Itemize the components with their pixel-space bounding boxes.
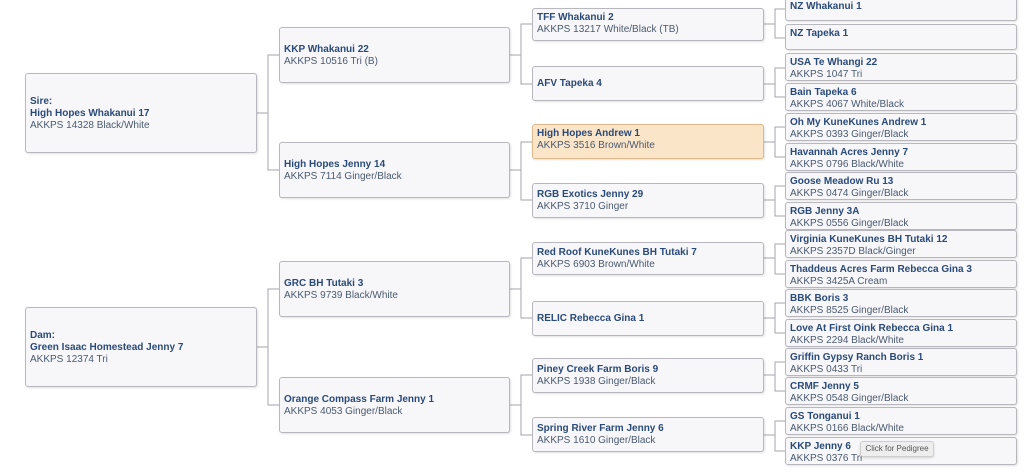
animal-registration: AKKPS 0796 Black/White <box>790 159 904 170</box>
gen3-card-7[interactable]: Piney Creek Farm Boris 9 AKKPS 1938 Ging… <box>532 358 764 393</box>
animal-registration: AKKPS 7114 Ginger/Black <box>284 170 402 182</box>
animal-name: High Hopes Jenny 14 <box>284 158 386 170</box>
gen3-card-3-highlighted[interactable]: High Hopes Andrew 1 AKKPS 3516 Brown/Whi… <box>532 124 764 159</box>
dam-card[interactable]: Dam: Green Isaac Homestead Jenny 7 AKKPS… <box>25 307 257 387</box>
animal-registration: AKKPS 13217 White/Black (TB) <box>537 24 679 35</box>
animal-name: Griffin Gypsy Ranch Boris 1 <box>790 352 924 363</box>
animal-name: RGB Jenny 3A <box>790 206 860 217</box>
animal-registration: AKKPS 9739 Black/White <box>284 289 398 301</box>
animal-registration: AKKPS 0474 Ginger/Black <box>790 188 909 199</box>
gen3-card-4[interactable]: RGB Exotics Jenny 29 AKKPS 3710 Ginger <box>532 183 764 218</box>
animal-registration: AKKPS 1938 Ginger/Black <box>537 376 656 387</box>
sire-label: Sire: <box>30 95 53 107</box>
animal-registration: AKKPS 0556 Ginger/Black <box>790 218 909 229</box>
animal-name: Spring River Farm Jenny 6 <box>537 423 664 434</box>
animal-name: Orange Compass Farm Jenny 1 <box>284 393 435 405</box>
dam-registration: AKKPS 12374 Tri <box>30 353 108 365</box>
gen3-card-6[interactable]: RELIC Rebecca Gina 1 <box>532 301 764 336</box>
animal-registration: AKKPS 0548 Ginger/Black <box>790 393 909 404</box>
animal-name: BBK Boris 3 <box>790 293 849 304</box>
animal-registration: AKKPS 0166 Black/White <box>790 423 904 434</box>
animal-name: CRMF Jenny 5 <box>790 381 859 392</box>
granddam-maternal-card[interactable]: Orange Compass Farm Jenny 1 AKKPS 4053 G… <box>279 377 510 433</box>
animal-registration: AKKPS 1610 Ginger/Black <box>537 435 656 446</box>
animal-name: NZ Whakanui 1 <box>790 1 862 12</box>
gen4-card-4[interactable]: Bain Tapeka 6 AKKPS 4067 White/Black <box>785 83 1017 111</box>
gen4-card-1[interactable]: NZ Whakanui 1 <box>785 0 1017 21</box>
animal-name: Oh My KuneKunes Andrew 1 <box>790 117 927 128</box>
sire-name: High Hopes Whakanui 17 <box>30 107 150 119</box>
animal-name: GS Tonganui 1 <box>790 411 860 422</box>
animal-name: TFF Whakanui 2 <box>537 12 614 23</box>
animal-registration: AKKPS 0376 Tri <box>790 453 863 464</box>
gen4-card-6[interactable]: Havannah Acres Jenny 7 AKKPS 0796 Black/… <box>785 143 1017 171</box>
animal-name: KKP Whakanui 22 <box>284 43 369 55</box>
animal-name: Goose Meadow Ru 13 <box>790 176 894 187</box>
gen4-card-9[interactable]: Virginia KuneKunes BH Tutaki 12 AKKPS 23… <box>785 230 1017 258</box>
animal-name: Love At First Oink Rebecca Gina 1 <box>790 323 954 334</box>
animal-name: Thaddeus Acres Farm Rebecca Gina 3 <box>790 264 972 275</box>
animal-name: KKP Jenny 6 <box>790 441 851 452</box>
animal-registration: AKKPS 3425A Cream <box>790 276 888 287</box>
animal-name: USA Te Whangi 22 <box>790 57 878 68</box>
animal-registration: AKKPS 1047 Tri <box>790 69 863 80</box>
dam-name: Green Isaac Homestead Jenny 7 <box>30 341 184 353</box>
animal-name: High Hopes Andrew 1 <box>537 128 640 139</box>
animal-registration: AKKPS 4053 Ginger/Black <box>284 405 403 417</box>
gen4-card-15[interactable]: GS Tonganui 1 AKKPS 0166 Black/White <box>785 407 1017 435</box>
animal-registration: AKKPS 3516 Brown/White <box>537 140 655 151</box>
animal-name: Piney Creek Farm Boris 9 <box>537 364 659 375</box>
gen4-card-7[interactable]: Goose Meadow Ru 13 AKKPS 0474 Ginger/Bla… <box>785 172 1017 200</box>
animal-name: Havannah Acres Jenny 7 <box>790 147 909 158</box>
gen3-card-8[interactable]: Spring River Farm Jenny 6 AKKPS 1610 Gin… <box>532 417 764 452</box>
animal-registration: AKKPS 4067 White/Black <box>790 99 904 110</box>
gen3-card-1[interactable]: TFF Whakanui 2 AKKPS 13217 White/Black (… <box>532 8 764 41</box>
animal-registration: AKKPS 2294 Black/White <box>790 335 904 346</box>
gen4-card-3[interactable]: USA Te Whangi 22 AKKPS 1047 Tri <box>785 53 1017 81</box>
granddam-paternal-card[interactable]: High Hopes Jenny 14 AKKPS 7114 Ginger/Bl… <box>279 142 510 198</box>
animal-registration: AKKPS 10516 Tri (B) <box>284 55 378 67</box>
gen4-card-12[interactable]: Love At First Oink Rebecca Gina 1 AKKPS … <box>785 319 1017 347</box>
pedigree-tooltip: Click for Pedigree <box>860 441 934 457</box>
animal-name: NZ Tapeka 1 <box>790 28 849 39</box>
gen4-card-5[interactable]: Oh My KuneKunes Andrew 1 AKKPS 0393 Ging… <box>785 113 1017 141</box>
animal-name: AFV Tapeka 4 <box>537 77 602 89</box>
grandsire-paternal-card[interactable]: KKP Whakanui 22 AKKPS 10516 Tri (B) <box>279 27 510 83</box>
gen3-card-5[interactable]: Red Roof KuneKunes BH Tutaki 7 AKKPS 690… <box>532 242 764 275</box>
animal-registration: AKKPS 0433 Tri <box>790 364 863 375</box>
gen4-card-14[interactable]: CRMF Jenny 5 AKKPS 0548 Ginger/Black <box>785 377 1017 405</box>
animal-name: GRC BH Tutaki 3 <box>284 277 364 289</box>
dam-label: Dam: <box>30 329 56 341</box>
animal-name: Red Roof KuneKunes BH Tutaki 7 <box>537 247 697 258</box>
animal-name: RELIC Rebecca Gina 1 <box>537 312 645 324</box>
sire-card[interactable]: Sire: High Hopes Whakanui 17 AKKPS 14328… <box>25 73 257 153</box>
animal-registration: AKKPS 3710 Ginger <box>537 201 629 212</box>
gen4-card-8[interactable]: RGB Jenny 3A AKKPS 0556 Ginger/Black <box>785 202 1017 230</box>
gen3-card-2[interactable]: AFV Tapeka 4 <box>532 66 764 101</box>
gen4-card-11[interactable]: BBK Boris 3 AKKPS 8525 Ginger/Black <box>785 289 1017 317</box>
animal-registration: AKKPS 0393 Ginger/Black <box>790 129 909 140</box>
animal-registration: AKKPS 6903 Brown/White <box>537 259 655 270</box>
sire-registration: AKKPS 14328 Black/White <box>30 119 150 131</box>
grandsire-maternal-card[interactable]: GRC BH Tutaki 3 AKKPS 9739 Black/White <box>279 261 510 317</box>
gen4-card-13[interactable]: Griffin Gypsy Ranch Boris 1 AKKPS 0433 T… <box>785 348 1017 376</box>
gen4-card-2[interactable]: NZ Tapeka 1 <box>785 24 1017 50</box>
animal-registration: AKKPS 8525 Ginger/Black <box>790 305 909 316</box>
gen4-card-10[interactable]: Thaddeus Acres Farm Rebecca Gina 3 AKKPS… <box>785 260 1017 288</box>
animal-name: Bain Tapeka 6 <box>790 87 857 98</box>
animal-name: Virginia KuneKunes BH Tutaki 12 <box>790 234 948 245</box>
animal-registration: AKKPS 2357D Black/Ginger <box>790 246 916 257</box>
animal-name: RGB Exotics Jenny 29 <box>537 189 644 200</box>
